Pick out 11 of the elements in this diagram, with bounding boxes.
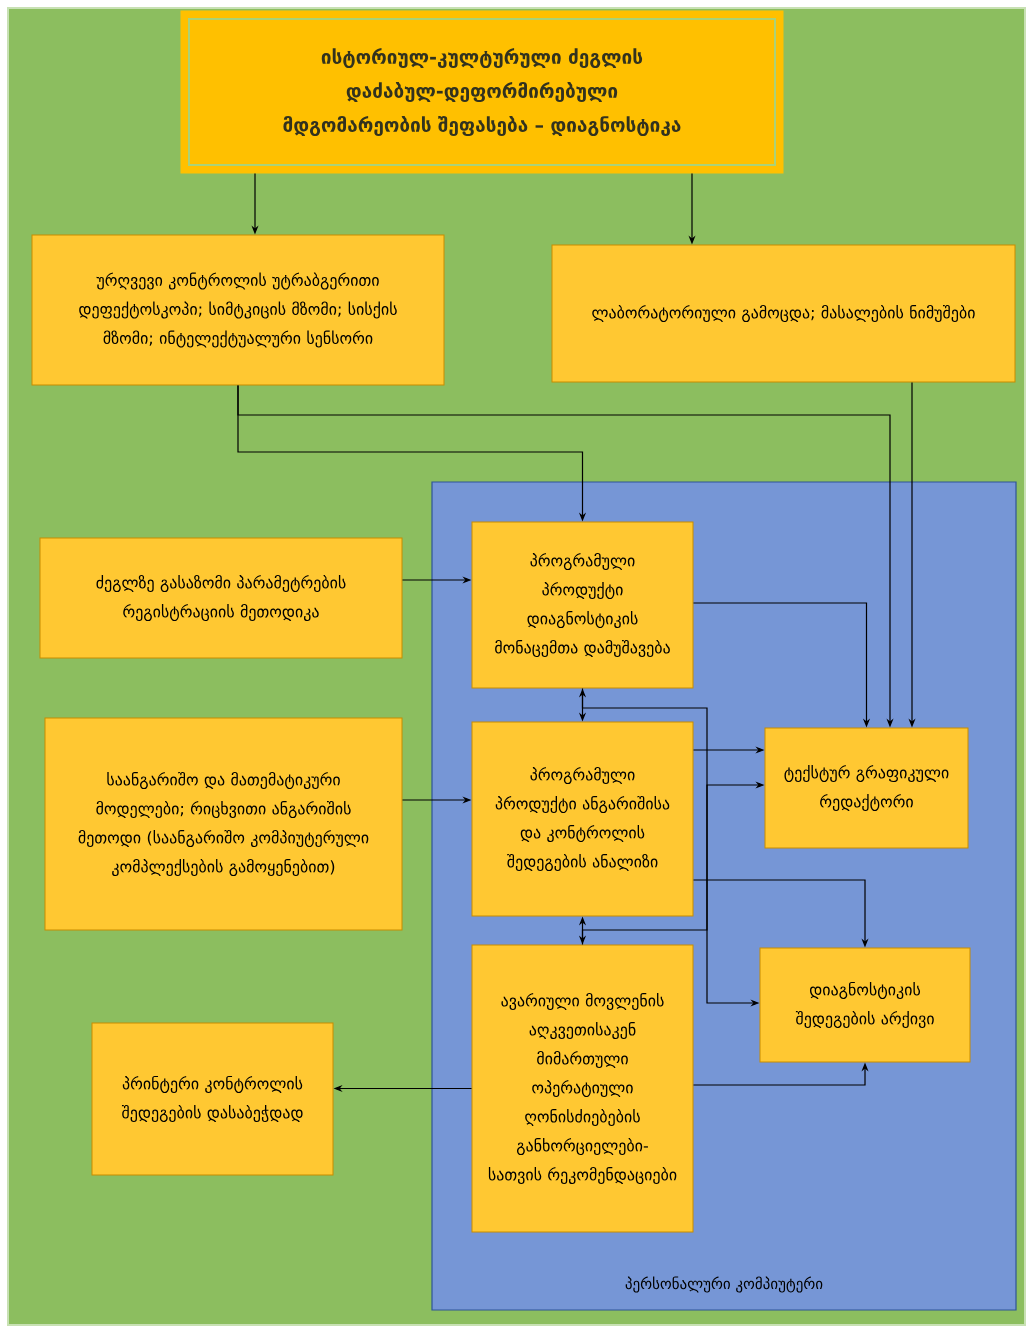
process-box: ურღვევი კონტროლის უტრაბგერითი დეფექტოსკოპი; სიმტკიცის მზომი; სისქის მზომი; ინტელექტუალური სენსორი — [31, 234, 445, 386]
process-box: დიაგნოსტიკის შედეგების არქივი — [759, 947, 971, 1063]
process-box: პროგრამული პროდუქტი დიაგნოსტიკის მონაცემთა დამუშავება — [471, 521, 694, 689]
process-box: ლაბორატორიული გამოცდა; მასალების ნიმუშები — [551, 244, 1016, 383]
process-box: ძეგლზე გასაზომი პარამეტრების რეგისტრაციის მეთოდიკა — [39, 537, 403, 659]
process-box: პრინტერი კონტროლის შედეგების დასაბეჭდად — [91, 1022, 334, 1176]
process-box: პროგრამული პროდუქტი ანგარიშისა და კონტროლის შედეგების ანალიზი — [471, 721, 694, 917]
process-box: ტექსტურ გრაფიკული რედაქტორი — [764, 727, 969, 849]
title-box: ისტორიულ-კულტურული ძეგლის დაძაბულ-დეფორმირებული მდგომარეობის შეფასება – დიაგნოსტიკა — [180, 10, 784, 174]
process-box: ავარიული მოვლენის აღკვეთისაკენ მიმართული ოპერატიული ღონისძიებების განხორციელები- სათვის რეკომენდაციები — [471, 944, 694, 1233]
process-box: საანგარიშო და მათემატიკური მოდელები; რიცხვითი ანგარიშის მეთოდი (საანგარიშო კომპიუტერული კომპლექსების გამოყენებით) — [44, 717, 403, 931]
